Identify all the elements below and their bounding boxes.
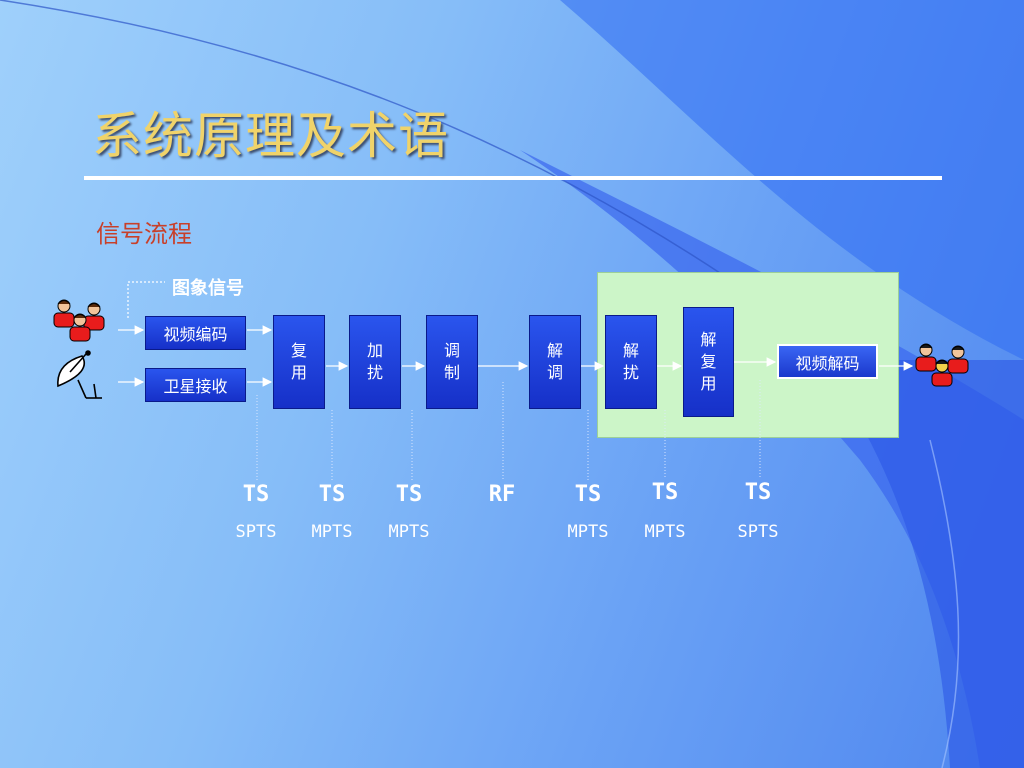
- stage-char: 加: [366, 341, 383, 360]
- video-encode-box: 视频编码: [145, 316, 246, 350]
- page-title: 系统原理及术语: [92, 107, 449, 165]
- stage-char: 解: [546, 341, 563, 360]
- stream-label-main: RF: [488, 482, 516, 507]
- video-decode-box: 视频解码: [777, 344, 878, 379]
- stage-char: 复: [290, 341, 307, 360]
- stage-char: 扰: [366, 363, 383, 382]
- stream-label-main: TS: [574, 482, 602, 507]
- people-icon: [53, 299, 105, 342]
- stage-char: 用: [290, 363, 307, 382]
- stage-char: 扰: [622, 363, 639, 382]
- people-icon: [915, 343, 969, 387]
- stream-label-main: TS: [744, 480, 772, 505]
- stream-label-sub: SPTS: [235, 522, 277, 542]
- stage-char: 制: [443, 363, 460, 382]
- stream-label-sub: SPTS: [737, 522, 779, 542]
- stage-char: 解: [700, 330, 717, 349]
- stage-char: 调: [546, 363, 563, 382]
- stream-label-sub: MPTS: [644, 522, 686, 542]
- satellite-receive-box: 卫星接收: [145, 368, 246, 402]
- satellite-dish-icon: [57, 350, 102, 399]
- stream-label-sub: MPTS: [311, 522, 353, 542]
- stream-label-main: TS: [318, 482, 346, 507]
- section-subtitle: 信号流程: [96, 220, 192, 248]
- video-decode-label: 视频解码: [795, 353, 860, 373]
- stage-char: 解: [622, 341, 639, 360]
- stream-label-sub: MPTS: [388, 522, 430, 542]
- stream-label-main: TS: [242, 482, 270, 507]
- image-signal-label: 图象信号: [172, 278, 244, 299]
- stage-descramble: 解 扰: [605, 315, 657, 409]
- stage-demux: 解 复 用: [683, 307, 734, 417]
- stage-char: 调: [443, 341, 460, 360]
- stage-modulate: 调 制: [426, 315, 478, 409]
- stage-scramble: 加 扰: [349, 315, 401, 409]
- stage-mux: 复 用: [273, 315, 325, 409]
- stream-label-sub: MPTS: [567, 522, 609, 542]
- stage-char: 复: [700, 352, 717, 371]
- stage-char: 用: [700, 374, 717, 393]
- stream-label-main: TS: [651, 480, 679, 505]
- satellite-receive-label: 卫星接收: [163, 377, 228, 396]
- title-divider: [84, 176, 942, 180]
- stage-demodulate: 解 调: [529, 315, 581, 409]
- video-encode-label: 视频编码: [163, 325, 228, 344]
- stream-label-main: TS: [395, 482, 423, 507]
